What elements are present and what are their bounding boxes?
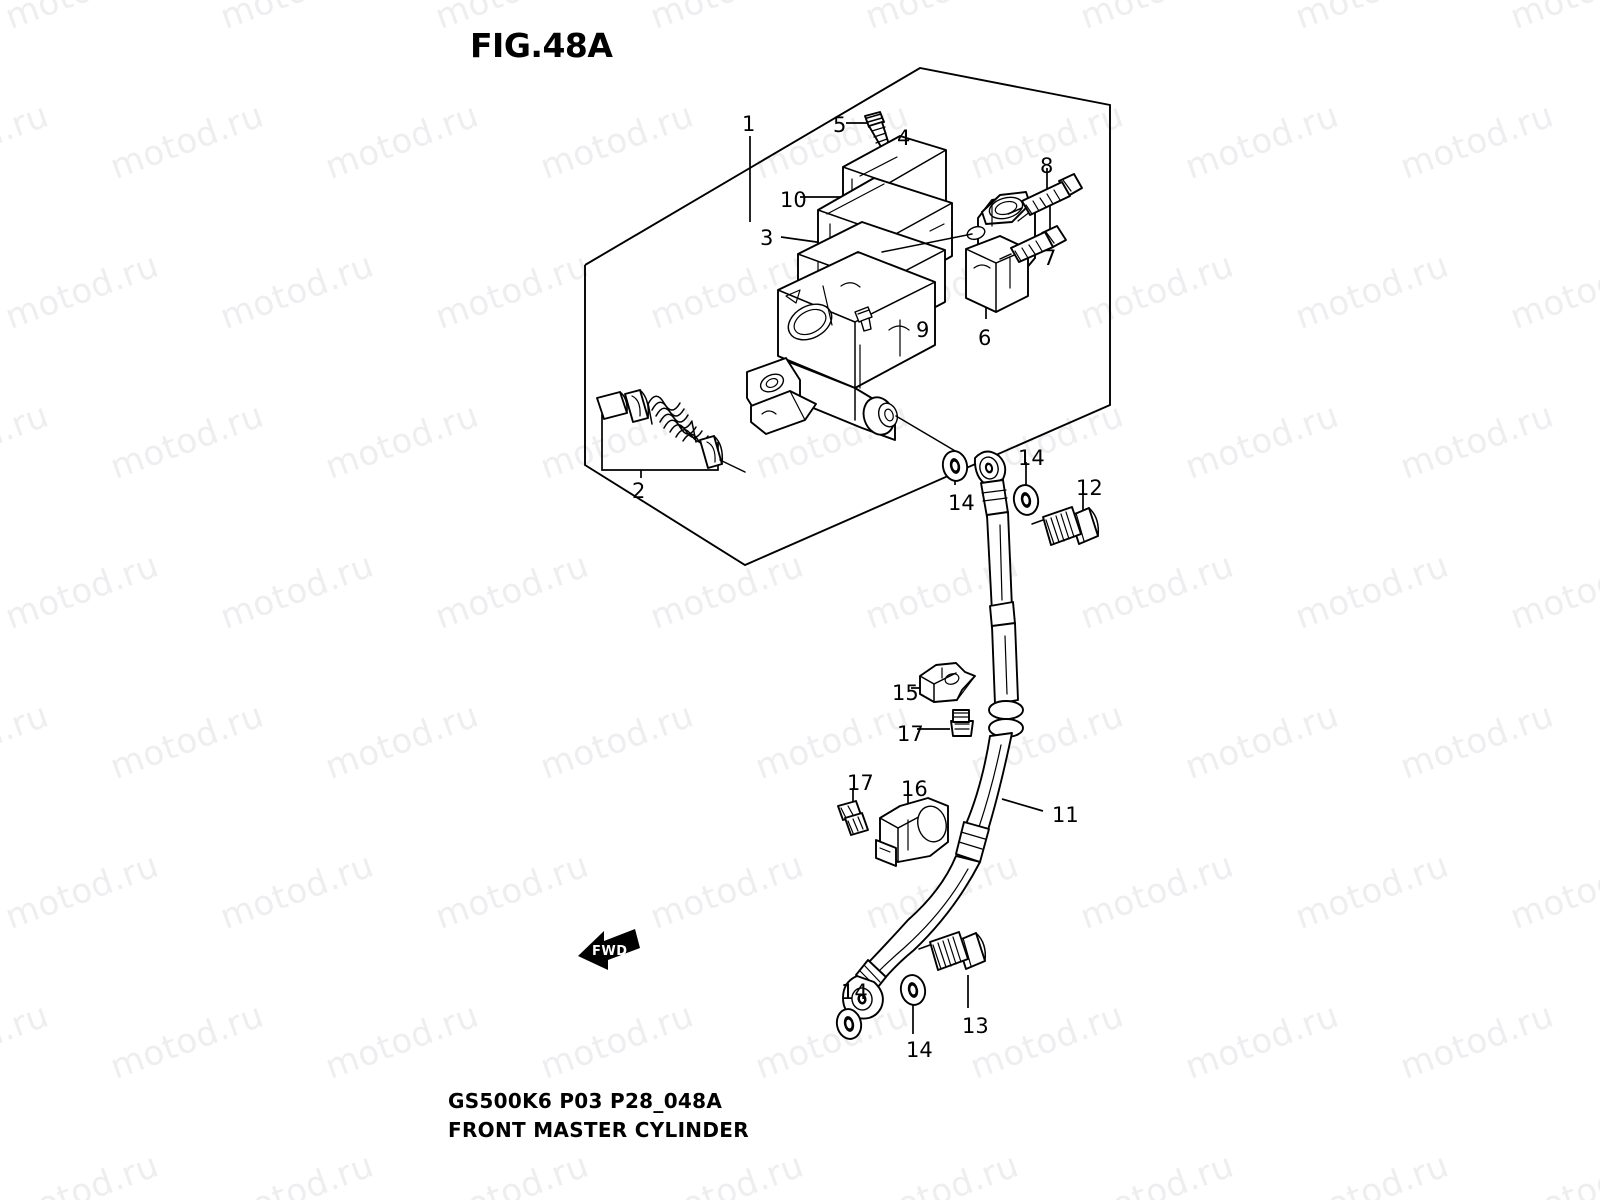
callout-number-sealing-washer: 14 [841, 980, 868, 1004]
callout-number-master-cylinder-assembly: 1 [742, 112, 756, 136]
part-14-sealing-washer-lower-mid [899, 974, 927, 1006]
callout-number-hose-guide-lower: 16 [901, 777, 928, 801]
callout-number-reservoir-gasket-plate: 3 [760, 226, 774, 250]
callout-number-reservoir-cap: 4 [897, 126, 911, 150]
part-9-brake-switch-screw [854, 306, 873, 332]
part-17-guide-screw-lower [837, 800, 869, 836]
part-1-master-cylinder-body [746, 251, 963, 456]
part-16-hose-guide-lower [875, 797, 949, 867]
callout-number-sealing-washer: 14 [948, 491, 975, 515]
callout-number-union-bolt-upper: 12 [1076, 476, 1103, 500]
part-17-guide-screw-upper [950, 709, 974, 737]
part-8-clamp-bolt-long [1007, 173, 1083, 216]
assembly-callout-box [584, 66, 1111, 567]
callout-number-cap-screw: 5 [833, 113, 847, 137]
callout-number-reservoir-diaphragm: 10 [780, 188, 807, 212]
callout-number-sealing-washer: 14 [906, 1038, 933, 1062]
callout-number-piston-repair-kit: 2 [632, 479, 646, 503]
fwd-arrow-label: FWD [592, 944, 628, 959]
part-14-sealing-washer-lower-left [835, 1008, 863, 1040]
callout-number-clamp-bolt-long: 8 [1040, 154, 1054, 178]
callout-number-brake-switch-screw: 9 [916, 318, 930, 342]
footer-figure-name: FRONT MASTER CYLINDER [448, 1118, 749, 1142]
part-7-clamp-bolt-short [999, 225, 1067, 263]
callout-number-guide-screw-upper: 17 [897, 722, 924, 746]
part-11-brake-hose [842, 450, 1024, 1020]
part-14-sealing-washer-upper-left [941, 450, 969, 482]
figure-footer: GS500K6 P03 P28_048A FRONT MASTER CYLIND… [448, 1089, 749, 1142]
part-14-sealing-washer-upper-right [1012, 484, 1040, 516]
callout-number-brake-hose: 11 [1052, 803, 1079, 827]
footer-part-code: GS500K6 P03 P28_048A [448, 1089, 723, 1113]
part-2-piston-repair-kit [596, 389, 746, 473]
figure-title: FIG.48A [470, 26, 613, 65]
part-12-union-bolt-upper [1031, 506, 1100, 546]
callout-number-handlebar-clamp-holder: 6 [978, 326, 992, 350]
part-15-hose-guide-upper [919, 662, 976, 703]
callout-number-guide-screw-lower: 17 [847, 771, 874, 795]
fwd-direction-arrow [578, 929, 640, 970]
callout-number-sealing-washer: 14 [1018, 446, 1045, 470]
callout-number-union-bolt-lower: 13 [962, 1014, 989, 1038]
callout-number-clamp-bolt-short: 7 [1043, 246, 1057, 270]
callout-number-hose-guide-upper: 15 [892, 681, 919, 705]
part-13-union-bolt-lower [918, 931, 987, 971]
